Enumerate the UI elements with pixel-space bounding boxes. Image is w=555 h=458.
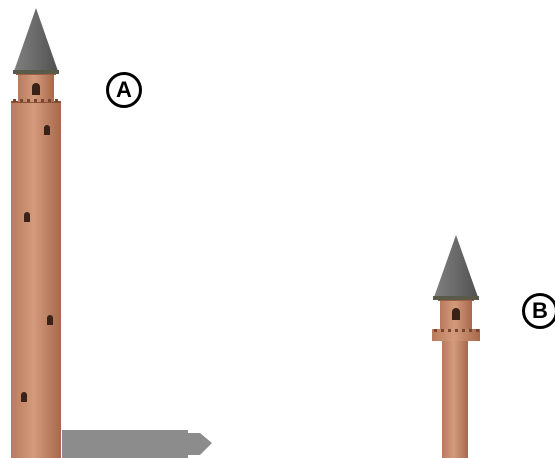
shadow-arrow-icon xyxy=(62,430,212,458)
tower-a-conical-roof-icon xyxy=(13,8,59,74)
window-icon xyxy=(44,125,50,135)
tower-b xyxy=(432,235,480,458)
tower-b-label: B xyxy=(522,293,555,329)
tower-b-shaft xyxy=(442,340,468,458)
window-icon xyxy=(32,83,40,95)
window-icon xyxy=(21,392,27,402)
window-icon xyxy=(47,315,53,325)
window-icon xyxy=(452,308,460,320)
tower-a-label: A xyxy=(106,72,142,108)
tower-a-shaft xyxy=(11,102,61,458)
tower-b-conical-roof-icon xyxy=(433,235,479,300)
window-icon xyxy=(24,212,30,222)
